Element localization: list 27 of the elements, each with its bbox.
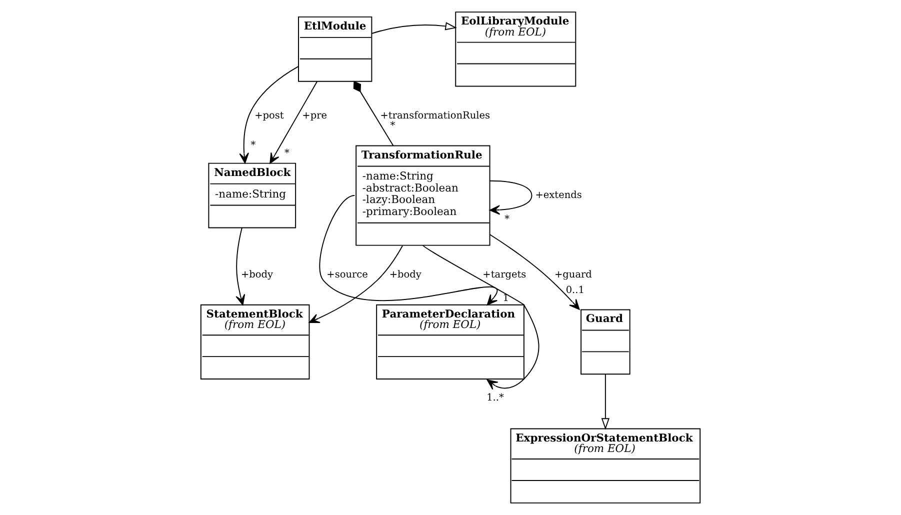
label: * xyxy=(284,148,290,159)
edge-label: +transformationRules xyxy=(380,110,490,122)
label: 0..1 xyxy=(566,284,584,296)
edge-label: +body xyxy=(241,270,274,281)
arrow xyxy=(319,195,498,306)
edge-label: +pre xyxy=(302,110,328,122)
edge-label: +post xyxy=(254,110,284,122)
label: 1 xyxy=(502,293,510,304)
label: 1..* xyxy=(486,392,504,404)
edge-label: +guard xyxy=(554,270,592,281)
connector xyxy=(353,80,394,146)
label: * xyxy=(390,120,396,132)
label: * xyxy=(250,140,256,151)
arrow xyxy=(489,180,532,215)
arrow xyxy=(422,244,540,390)
arrow xyxy=(270,80,318,164)
edge-label: +source xyxy=(326,270,368,281)
arrow xyxy=(236,227,246,306)
arrow xyxy=(239,66,299,164)
arrow xyxy=(489,234,580,310)
edge-label: +body xyxy=(389,270,422,281)
arrow xyxy=(308,245,403,323)
arrow xyxy=(601,374,610,430)
edge-label: +extends xyxy=(535,190,582,201)
edge-label: +targets xyxy=(482,270,526,281)
arrow xyxy=(371,22,457,34)
label: * xyxy=(504,214,510,225)
